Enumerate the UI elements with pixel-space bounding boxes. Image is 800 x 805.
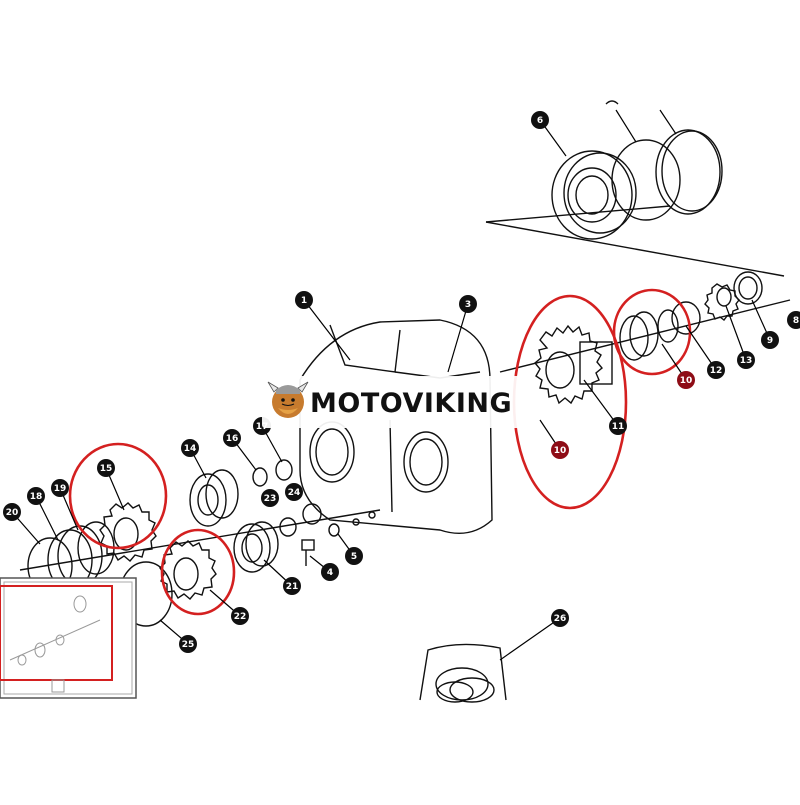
svg-text:26: 26 xyxy=(554,614,567,624)
callout-18: 18 xyxy=(27,487,45,505)
svg-text:12: 12 xyxy=(710,366,723,376)
highlight-ring-gear-15 xyxy=(68,442,168,550)
watermark-brand-text: MOTOVIKING xyxy=(310,388,512,419)
svg-text:3: 3 xyxy=(465,300,471,310)
part-6-bearing-assembly xyxy=(485,100,785,277)
callout-21: 21 xyxy=(283,577,301,595)
callout-10-upper: 10 xyxy=(677,371,695,389)
svg-text:1: 1 xyxy=(301,296,307,306)
callout-6: 6 xyxy=(531,111,549,129)
callout-12: 12 xyxy=(707,361,725,379)
svg-text:10: 10 xyxy=(680,376,693,386)
callout-16: 16 xyxy=(223,429,241,447)
inset-thumbnail xyxy=(0,577,137,699)
callout-14: 14 xyxy=(181,439,199,457)
callout-24: 24 xyxy=(285,483,303,501)
svg-text:21: 21 xyxy=(286,582,299,592)
svg-text:11: 11 xyxy=(612,422,625,432)
svg-text:18: 18 xyxy=(30,492,43,502)
motoviking-watermark: MOTOVIKING xyxy=(262,376,534,428)
callout-10-lower: 10 xyxy=(551,441,569,459)
svg-text:19: 19 xyxy=(54,484,67,494)
callout-23: 23 xyxy=(261,489,279,507)
svg-text:25: 25 xyxy=(182,640,195,650)
callout-5: 5 xyxy=(345,547,363,565)
svg-text:9: 9 xyxy=(767,336,773,346)
svg-text:13: 13 xyxy=(740,356,753,366)
callout-3: 3 xyxy=(459,295,477,313)
svg-text:8: 8 xyxy=(793,316,799,326)
svg-text:23: 23 xyxy=(264,494,277,504)
callout-26: 26 xyxy=(551,609,569,627)
callout-8: 8 xyxy=(787,311,800,329)
part-26-seal-kit xyxy=(419,643,507,703)
svg-text:24: 24 xyxy=(288,488,301,498)
svg-text:5: 5 xyxy=(351,552,357,562)
svg-text:14: 14 xyxy=(184,444,197,454)
callout-1: 1 xyxy=(295,291,313,309)
callout-11: 11 xyxy=(609,417,627,435)
callout-20: 20 xyxy=(3,503,21,521)
highlight-ring-gear-22 xyxy=(160,528,236,616)
callout-9: 9 xyxy=(761,331,779,349)
svg-text:10: 10 xyxy=(554,446,567,456)
callout-25: 25 xyxy=(179,635,197,653)
svg-text:6: 6 xyxy=(537,116,543,126)
callout-13: 13 xyxy=(737,351,755,369)
viking-mascot-icon xyxy=(267,381,309,418)
svg-text:17: 17 xyxy=(256,422,269,432)
svg-text:20: 20 xyxy=(6,508,19,518)
callout-19: 19 xyxy=(51,479,69,497)
callout-22: 22 xyxy=(231,607,249,625)
svg-text:22: 22 xyxy=(234,612,247,622)
callout-15: 15 xyxy=(97,459,115,477)
svg-text:4: 4 xyxy=(327,568,333,578)
svg-text:16: 16 xyxy=(226,434,239,444)
callout-4: 4 xyxy=(321,563,339,581)
svg-text:15: 15 xyxy=(100,464,113,474)
